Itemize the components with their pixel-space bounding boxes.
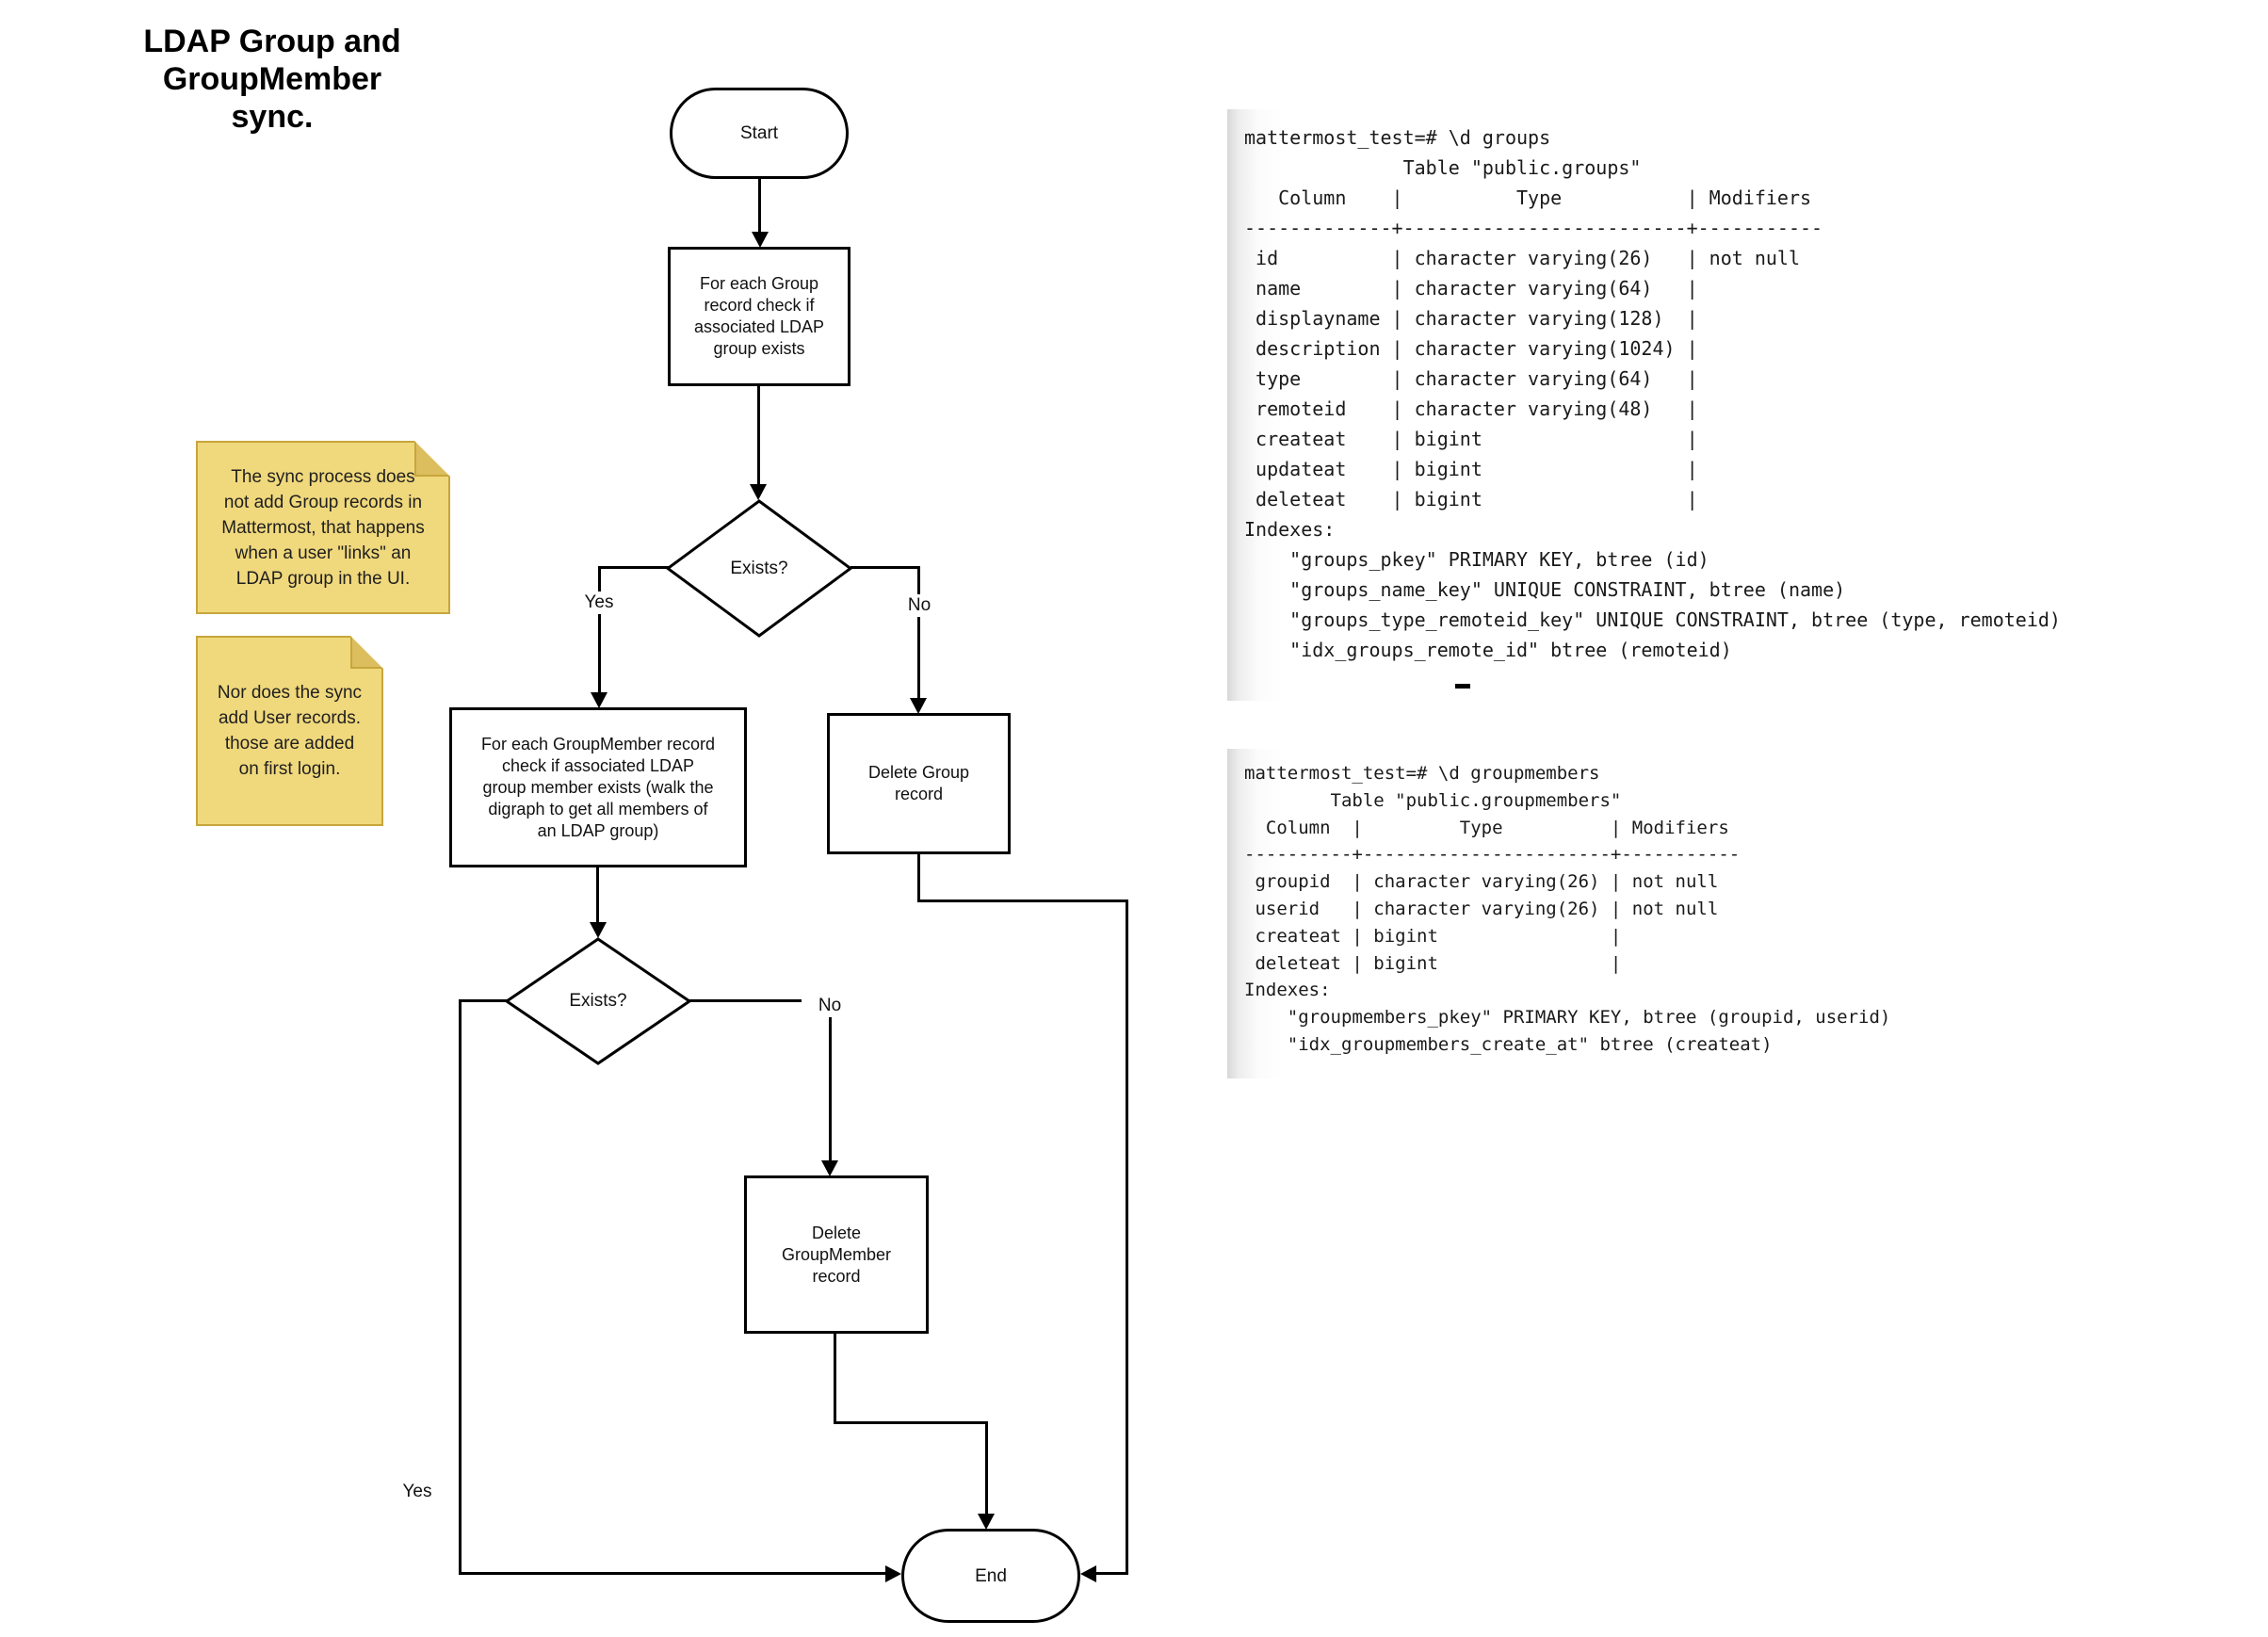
flow-decision-member-exists: Exists? <box>505 937 691 1065</box>
decision-label: Exists? <box>730 558 788 578</box>
sticky-note-user-sync: Nor does the sync add User records. thos… <box>196 636 383 826</box>
arrowhead-icon <box>750 484 767 500</box>
terminal-cursor <box>1455 684 1470 689</box>
process-label: For each Group record check if associate… <box>693 274 825 358</box>
connector-no1-v <box>917 566 920 702</box>
edge-label-yes1: Yes <box>571 592 627 614</box>
connector-yes2-v <box>459 999 462 1575</box>
process-label: For each GroupMember record check if ass… <box>480 734 716 840</box>
start-label: Start <box>739 123 779 143</box>
edge-label-no2: No <box>802 995 858 1017</box>
note-fold-icon <box>350 636 383 669</box>
connector-dg-h2 <box>1093 1572 1128 1575</box>
connector-no2-h <box>688 999 832 1002</box>
edge-label-no1: No <box>891 594 948 617</box>
arrowhead-icon <box>591 692 608 708</box>
arrowhead-icon <box>978 1514 995 1530</box>
terminal-groupmembers-table: mattermost_test=# \d groupmembers Table … <box>1227 749 1954 1078</box>
connector-dgm-v <box>834 1334 836 1423</box>
connector-no1-h <box>850 566 920 569</box>
flow-process-group-check: For each Group record check if associate… <box>668 247 850 386</box>
arrowhead-icon <box>821 1160 838 1176</box>
flow-start-node: Start <box>670 88 849 179</box>
psql-groups-output: mattermost_test=# \d groups Table "publi… <box>1244 126 2061 661</box>
note-fold-icon <box>414 441 450 477</box>
connector-yes2-h <box>459 999 508 1002</box>
flow-delete-group: Delete Group record <box>827 713 1011 854</box>
connector-dg-v <box>917 854 920 902</box>
connector-dg-v2 <box>1126 900 1128 1575</box>
page-title: LDAP Group and GroupMember sync. <box>143 24 401 135</box>
flow-end-node: End <box>901 1529 1080 1623</box>
connector-yes1-h <box>599 566 669 569</box>
flow-process-groupmember-check: For each GroupMember record check if ass… <box>449 707 747 867</box>
sticky-note-text: Nor does the sync add User records. thos… <box>217 683 363 779</box>
end-label: End <box>975 1565 1007 1586</box>
terminal-groups-table: mattermost_test=# \d groups Table "publi… <box>1227 109 2090 701</box>
sticky-note-group-sync: The sync process does not add Group reco… <box>196 441 450 614</box>
flow-delete-groupmember: Delete GroupMember record <box>744 1175 929 1334</box>
diamond-shape <box>666 499 852 638</box>
psql-groupmembers-output: mattermost_test=# \d groupmembers Table … <box>1244 763 1891 1055</box>
process-label: Delete Group record <box>867 763 970 803</box>
diamond-shape <box>505 937 691 1065</box>
connector-process-to-decision1 <box>757 386 760 486</box>
arrowhead-icon <box>910 698 927 714</box>
arrowhead-icon <box>1080 1565 1096 1582</box>
connector-start-to-process <box>758 179 761 235</box>
connector-dgm-v2 <box>985 1421 988 1515</box>
arrowhead-icon <box>885 1565 901 1582</box>
decision-label: Exists? <box>569 991 627 1011</box>
sticky-note-text: The sync process does not add Group reco… <box>221 466 425 589</box>
connector-process2-to-decision2 <box>596 867 599 924</box>
connector-no2-v <box>829 999 832 1160</box>
edge-label-yes2: Yes <box>389 1481 446 1503</box>
process-label: Delete GroupMember record <box>781 1223 892 1286</box>
arrowhead-icon <box>752 232 769 248</box>
connector-dgm-h <box>834 1421 988 1424</box>
connector-dg-h <box>917 900 1128 902</box>
connector-yes1-v <box>598 566 601 696</box>
connector-yes2-h2 <box>459 1572 887 1575</box>
flow-decision-group-exists: Exists? <box>666 499 852 638</box>
arrowhead-icon <box>590 922 607 938</box>
